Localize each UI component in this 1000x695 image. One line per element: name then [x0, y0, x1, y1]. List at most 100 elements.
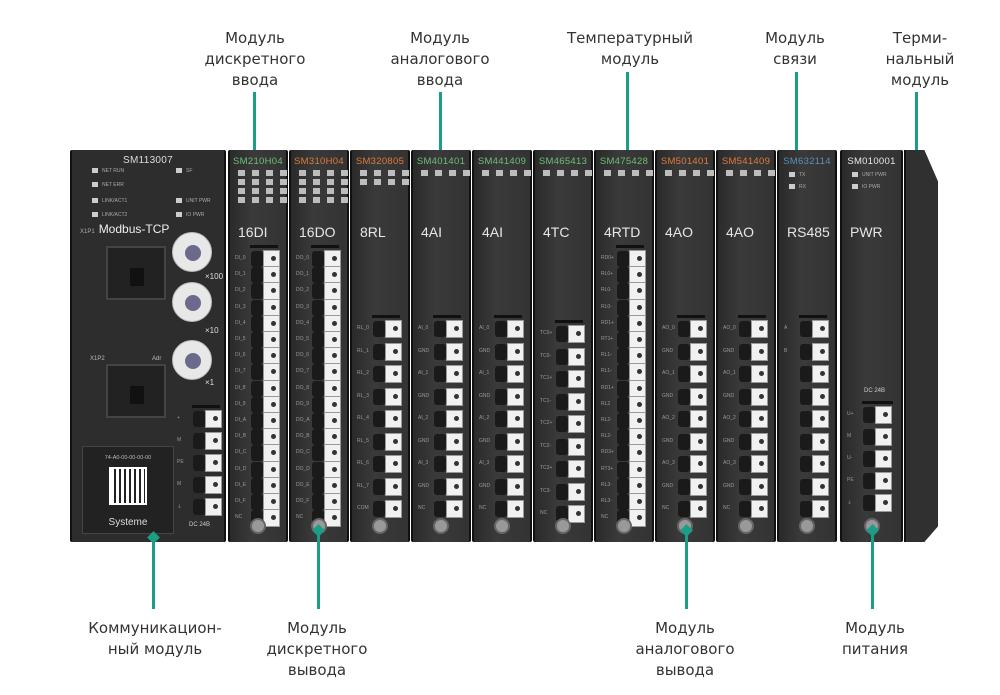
terminal[interactable]: TC2- [535, 437, 591, 457]
terminal[interactable]: AO_0 [718, 320, 774, 339]
terminal-screw-icon[interactable] [629, 363, 646, 382]
terminal[interactable]: RT3+ [596, 460, 652, 480]
terminal[interactable]: TC3- [535, 482, 591, 502]
terminal-screw-icon[interactable] [385, 455, 402, 473]
terminal-screw-icon[interactable] [812, 387, 829, 406]
terminal[interactable]: GND [474, 387, 530, 407]
terminal[interactable]: RL1- [596, 347, 652, 366]
terminal-screw-icon[interactable] [507, 320, 524, 338]
terminal[interactable]: GND [657, 477, 713, 497]
terminal-screw-icon[interactable] [751, 342, 768, 361]
terminal[interactable] [779, 432, 835, 452]
terminal[interactable]: DI_7 [230, 363, 286, 382]
terminal[interactable]: NC [657, 500, 713, 519]
terminal[interactable]: RD1+ [596, 314, 652, 334]
terminal-screw-icon[interactable] [812, 432, 829, 451]
terminal[interactable]: U- [842, 450, 901, 469]
terminal-screw-icon[interactable] [263, 444, 280, 463]
terminal[interactable]: GND [474, 477, 530, 497]
terminal-screw-icon[interactable] [875, 472, 892, 490]
terminal[interactable]: DI_5 [230, 331, 286, 350]
address-dial-10[interactable] [172, 282, 212, 322]
terminal[interactable]: DI_1 [230, 266, 286, 285]
terminal-screw-icon[interactable] [446, 365, 463, 383]
terminal-screw-icon[interactable] [690, 477, 707, 496]
terminal[interactable]: DO_7 [291, 363, 347, 382]
terminal[interactable]: GND [413, 477, 469, 497]
terminal[interactable]: GND [718, 432, 774, 452]
terminal-screw-icon[interactable] [446, 342, 463, 361]
terminal-screw-icon[interactable] [629, 347, 646, 366]
terminal[interactable]: AO_1 [718, 365, 774, 384]
terminal[interactable]: AO_1 [657, 365, 713, 384]
release-lock-icon[interactable] [250, 518, 266, 534]
terminal[interactable]: DO_4 [291, 314, 347, 334]
terminal[interactable]: AO_3 [657, 455, 713, 474]
terminal-screw-icon[interactable] [568, 347, 585, 366]
terminal-screw-icon[interactable] [875, 494, 892, 512]
terminal[interactable]: RL_0 [352, 320, 408, 339]
terminal-screw-icon[interactable] [690, 387, 707, 406]
terminal[interactable]: RL_3 [352, 387, 408, 407]
terminal[interactable]: DI_4 [230, 314, 286, 334]
terminal[interactable]: RL_2 [352, 365, 408, 384]
terminal-screw-icon[interactable] [568, 460, 585, 478]
terminal-screw-icon[interactable] [446, 477, 463, 496]
terminal-screw-icon[interactable] [205, 432, 222, 450]
terminal[interactable]: GND [474, 432, 530, 452]
terminal-screw-icon[interactable] [263, 493, 280, 511]
terminal-screw-icon[interactable] [507, 342, 524, 361]
terminal[interactable]: AI_0 [474, 320, 530, 339]
terminal[interactable] [779, 387, 835, 407]
terminal[interactable]: DO_6 [291, 347, 347, 366]
terminal-screw-icon[interactable] [690, 410, 707, 428]
terminal[interactable]: DI_A [230, 412, 286, 431]
terminal[interactable]: GND [657, 387, 713, 407]
terminal[interactable]: DI_C [230, 444, 286, 463]
terminal[interactable]: AI_1 [474, 365, 530, 384]
terminal-screw-icon[interactable] [751, 477, 768, 496]
terminal[interactable]: DO_0 [291, 250, 347, 269]
terminal-screw-icon[interactable] [205, 410, 222, 428]
terminal-screw-icon[interactable] [446, 320, 463, 338]
terminal[interactable]: B [779, 342, 835, 362]
terminal[interactable]: RD0+ [596, 250, 652, 269]
terminal-screw-icon[interactable] [446, 500, 463, 518]
terminal-screw-icon[interactable] [875, 428, 892, 446]
terminal-screw-icon[interactable] [751, 320, 768, 338]
terminal[interactable]: GND [657, 342, 713, 362]
terminal[interactable]: RL_7 [352, 477, 408, 497]
terminal[interactable]: AO_3 [718, 455, 774, 474]
terminal[interactable]: AI_3 [474, 455, 530, 474]
terminal[interactable]: DI_F [230, 493, 286, 512]
terminal-screw-icon[interactable] [385, 387, 402, 406]
terminal[interactable]: DI_6 [230, 347, 286, 366]
terminal[interactable]: GND [718, 387, 774, 407]
terminal-screw-icon[interactable] [446, 387, 463, 406]
terminal-screw-icon[interactable] [385, 342, 402, 361]
terminal[interactable]: GND [413, 342, 469, 362]
terminal[interactable]: TC0- [535, 347, 591, 367]
terminal[interactable]: DO_9 [291, 395, 347, 415]
terminal[interactable]: RT1+ [596, 331, 652, 350]
terminal[interactable]: M [172, 476, 228, 495]
terminal-screw-icon[interactable] [629, 331, 646, 349]
terminal[interactable]: GND [413, 432, 469, 452]
terminal[interactable]: DI_D [230, 460, 286, 480]
terminal[interactable]: AI_3 [413, 455, 469, 474]
terminal[interactable]: RL0- [596, 298, 652, 318]
terminal-screw-icon[interactable] [385, 477, 402, 496]
terminal-screw-icon[interactable] [875, 450, 892, 468]
address-dial-100[interactable] [172, 232, 212, 272]
terminal[interactable]: RL3- [596, 476, 652, 496]
terminal[interactable]: COM [352, 500, 408, 519]
terminal[interactable]: ⏚ [842, 494, 901, 513]
terminal[interactable]: DI_2 [230, 282, 286, 301]
terminal[interactable] [779, 365, 835, 384]
terminal[interactable] [779, 455, 835, 474]
terminal[interactable]: DO_E [291, 476, 347, 496]
release-lock-icon[interactable] [494, 518, 510, 534]
terminal[interactable]: DI_B [230, 428, 286, 447]
terminal-screw-icon[interactable] [751, 387, 768, 406]
terminal-screw-icon[interactable] [385, 410, 402, 428]
